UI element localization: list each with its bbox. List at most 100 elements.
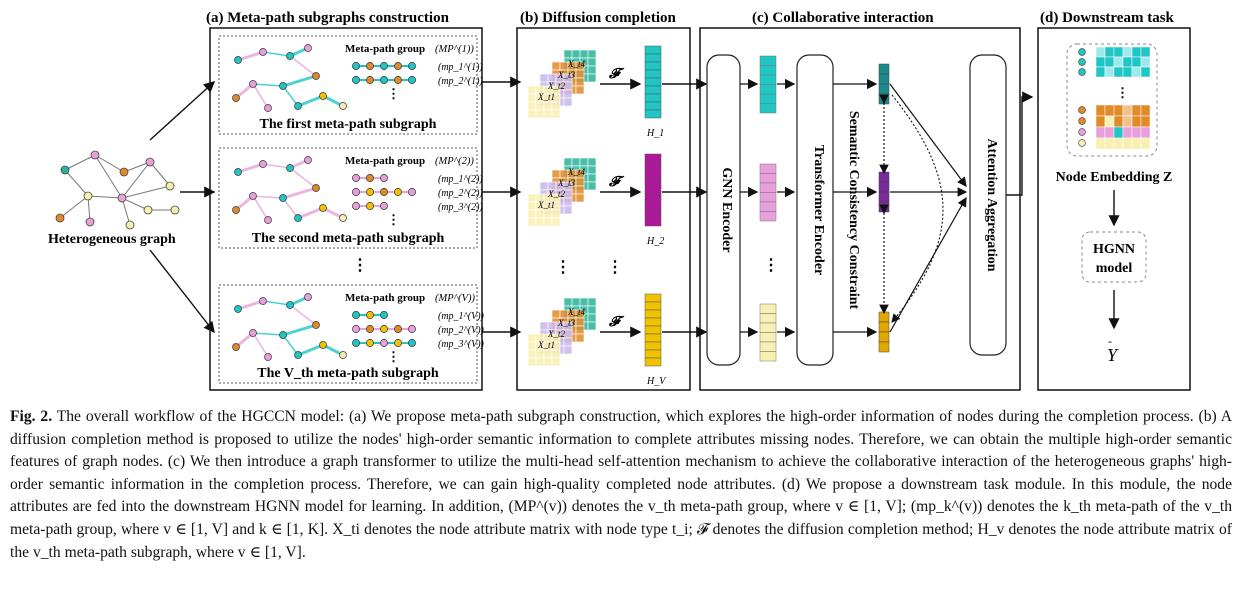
- semantic-vector-cell: [878, 201, 890, 213]
- meta-path-node: [366, 202, 374, 210]
- meta-path-group-symbol: (MP^(V)): [435, 293, 475, 304]
- matrix-cell: [575, 333, 585, 343]
- meta-path-node: [352, 188, 360, 196]
- matrix-cell: [571, 157, 581, 167]
- meta-path-node: [394, 76, 402, 84]
- subgraph-node: [294, 351, 302, 359]
- subgraph-edge: [237, 50, 264, 62]
- hidden-vector-cell: [759, 322, 777, 333]
- ellipsis-b2: ⋮: [607, 259, 623, 276]
- embed-cell: [1122, 126, 1133, 139]
- matrix-cell: [559, 309, 569, 319]
- meta-path-group-symbol: (MP^(1)): [435, 44, 474, 55]
- meta-path-node: [380, 311, 388, 319]
- subgraph-edge: [237, 162, 264, 174]
- subgraph-edge: [289, 167, 317, 189]
- embed-node: [1078, 106, 1086, 114]
- meta-path-node: [394, 188, 402, 196]
- semantic-vector-cell: [878, 321, 890, 333]
- constraint-label: Semantic Consistency Constraint: [846, 111, 861, 310]
- panel-d-title: (d) Downstream task: [1040, 10, 1175, 26]
- matrix-cell: [587, 65, 597, 75]
- subgraph-edge: [252, 83, 269, 109]
- subgraph-edge: [252, 332, 269, 358]
- transformer-encoder-label: Transformer Encoder: [811, 145, 826, 276]
- meta-path-node: [352, 311, 360, 319]
- matrix-label: X_t2: [547, 81, 565, 91]
- embed-cell: [1140, 104, 1151, 117]
- embed-cell: [1131, 137, 1142, 150]
- subgraph-node: [286, 164, 294, 172]
- meta-path-node: [366, 174, 374, 182]
- embed-cell: [1104, 104, 1115, 117]
- matrix-cell: [527, 209, 537, 219]
- matrix-cell: [527, 349, 537, 359]
- meta-path-label: (mp_1^(V)): [438, 311, 485, 322]
- output-vector-cell: [644, 85, 662, 95]
- embed-node: [1078, 48, 1086, 56]
- meta-path-node: [352, 325, 360, 333]
- meta-path-label: (mp_1^(1)): [438, 62, 483, 73]
- meta-path-label: (mp_2^(V)): [438, 325, 485, 336]
- matrix-cell: [551, 209, 561, 219]
- subgraph-caption: The first meta-path subgraph: [260, 117, 437, 132]
- matrix-cell: [527, 341, 537, 351]
- meta-path-group-symbol: (MP^(2)): [435, 156, 474, 167]
- output-vector-cell: [644, 177, 662, 187]
- matrix-cell: [551, 101, 561, 111]
- matrix-cell: [563, 81, 573, 91]
- embed-cell: [1113, 66, 1124, 78]
- subgraph-node: [294, 102, 302, 110]
- embed-cell: [1131, 126, 1142, 139]
- matrix-cell: [575, 69, 585, 79]
- embed-cell: [1095, 115, 1106, 128]
- embed-cell: [1113, 46, 1124, 58]
- embedding-label: Node Embedding Z: [1056, 170, 1173, 185]
- subgraph-edge: [252, 332, 284, 336]
- hidden-vector-cell: [759, 192, 777, 203]
- semantic-vector-cell: [878, 83, 890, 95]
- panel-b-title: (b) Diffusion completion: [520, 10, 676, 26]
- meta-path-node: [408, 339, 416, 347]
- matrix-cell: [543, 209, 553, 219]
- embed-cell: [1122, 115, 1133, 128]
- meta-path-group-label: Meta-path group: [345, 292, 425, 304]
- matrix-cell: [563, 157, 573, 167]
- matrix-cell: [587, 165, 597, 175]
- embed-cell: [1140, 126, 1151, 139]
- output-vector-cell: [644, 201, 662, 211]
- output-vector-cell: [644, 325, 662, 335]
- meta-path-node: [352, 174, 360, 182]
- meta-path-node: [380, 325, 388, 333]
- matrix-cell: [563, 297, 573, 307]
- output-vector-cell: [644, 333, 662, 343]
- subgraph-node: [312, 184, 320, 192]
- matrix-cell: [563, 205, 573, 215]
- meta-path-node: [366, 76, 374, 84]
- output-vector-cell: [644, 349, 662, 359]
- matrix-cell: [563, 329, 573, 339]
- arrow-c-to-d: [1006, 91, 1034, 196]
- output-vector-cell: [644, 193, 662, 203]
- embed-cell: [1140, 46, 1151, 58]
- output-label: H_1: [646, 128, 664, 139]
- matrix-label: X_t1: [537, 200, 555, 210]
- subgraph-edge: [252, 195, 284, 199]
- embed-cell: [1104, 66, 1115, 78]
- gnn-encoder-box: [706, 54, 741, 366]
- matrix-label: X_t4: [567, 167, 585, 177]
- subgraph-3: Meta-path group (MP^(V)) (mp_1^(V)) (mp_2^(…: [218, 284, 485, 384]
- meta-path-node: [366, 188, 374, 196]
- output-vector-cell: [644, 357, 662, 367]
- hidden-vector-cell: [759, 173, 777, 184]
- subgraph-node: [232, 343, 240, 351]
- hgnn-model-line2: model: [1096, 261, 1133, 276]
- subgraph-node: [312, 72, 320, 80]
- ellipsis-c1: ⋮: [763, 257, 779, 274]
- meta-path-label: (mp_3^(V)): [438, 339, 485, 350]
- embed-cell: [1140, 56, 1151, 68]
- matrix-cell: [575, 193, 585, 203]
- subgraph-edge: [262, 51, 291, 57]
- meta-path-node: [352, 202, 360, 210]
- matrix-cell: [587, 173, 597, 183]
